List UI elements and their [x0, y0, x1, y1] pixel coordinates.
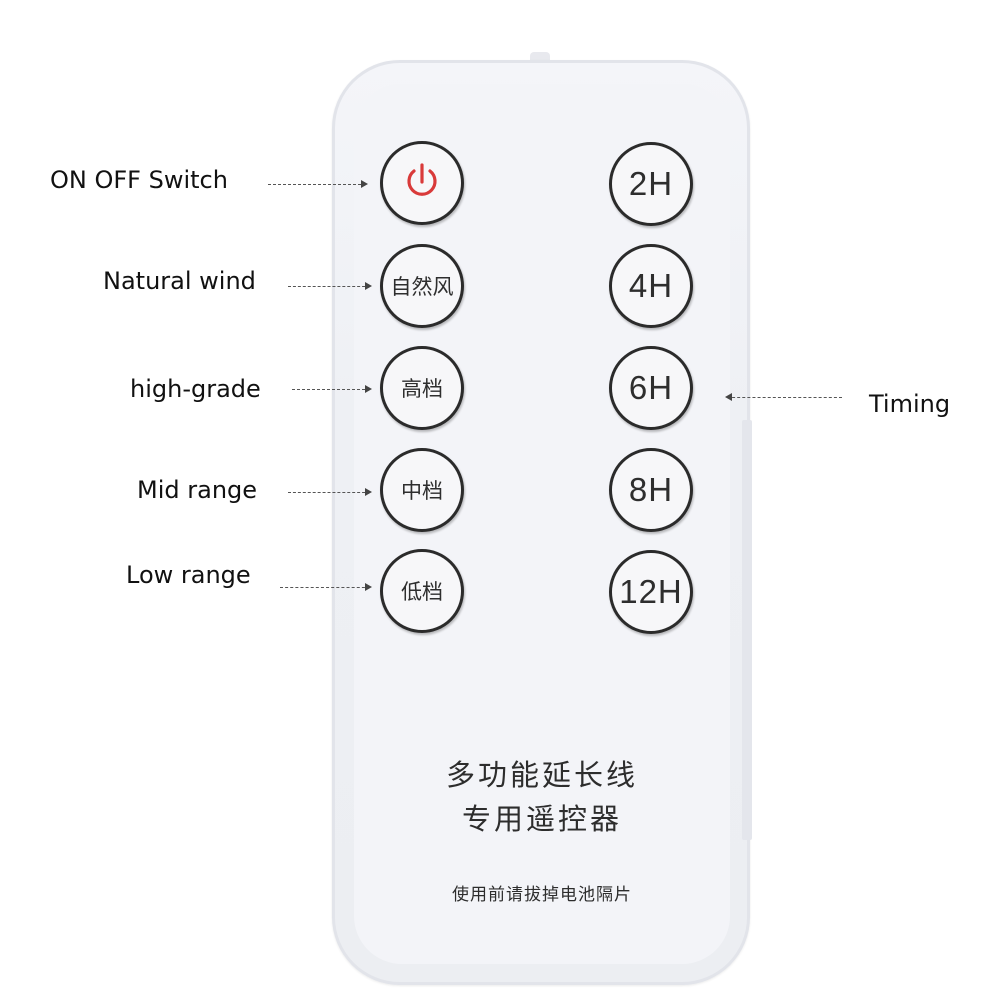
timer-4h-button[interactable]: 4H	[609, 244, 693, 328]
timer-12h-button[interactable]: 12H	[609, 550, 693, 634]
battery-note: 使用前请拔掉电池隔片	[452, 885, 632, 905]
remote-title-line1: 多功能延长线	[445, 758, 638, 792]
arrow-mid-range	[288, 488, 372, 496]
timer-2h-button[interactable]: 2H	[609, 142, 693, 226]
label-natural-wind: Natural wind	[103, 267, 256, 295]
remote-side-edge	[742, 420, 752, 840]
low-speed-button-label: 低档	[401, 580, 443, 604]
low-speed-button[interactable]: 低档	[380, 549, 464, 633]
label-low-range: Low range	[126, 561, 251, 589]
arrow-on-off	[268, 180, 368, 188]
timer-12h-label: 12H	[619, 573, 683, 610]
timer-6h-label: 6H	[628, 369, 674, 406]
arrow-natural-wind	[288, 282, 372, 290]
label-on-off-switch: ON OFF Switch	[50, 166, 228, 194]
arrow-low-range	[280, 583, 372, 591]
mid-speed-button-label: 中档	[401, 479, 443, 503]
label-timing: Timing	[869, 390, 951, 418]
high-speed-button[interactable]: 高档	[380, 346, 464, 430]
power-icon	[401, 160, 443, 206]
label-high-grade: high-grade	[130, 375, 261, 403]
arrow-timing	[725, 393, 842, 401]
timer-6h-button[interactable]: 6H	[609, 346, 693, 430]
power-button[interactable]	[380, 141, 464, 225]
arrow-high-grade	[292, 385, 372, 393]
natural-wind-button-label: 自然风	[390, 275, 454, 299]
natural-wind-button[interactable]: 自然风	[380, 244, 464, 328]
timer-2h-label: 2H	[628, 165, 674, 202]
timer-8h-button[interactable]: 8H	[609, 448, 693, 532]
label-mid-range: Mid range	[137, 476, 258, 504]
mid-speed-button[interactable]: 中档	[380, 448, 464, 532]
remote-title-line2: 专用遥控器	[461, 802, 622, 836]
timer-8h-label: 8H	[628, 471, 674, 508]
timer-4h-label: 4H	[628, 267, 674, 304]
high-speed-button-label: 高档	[401, 377, 443, 401]
